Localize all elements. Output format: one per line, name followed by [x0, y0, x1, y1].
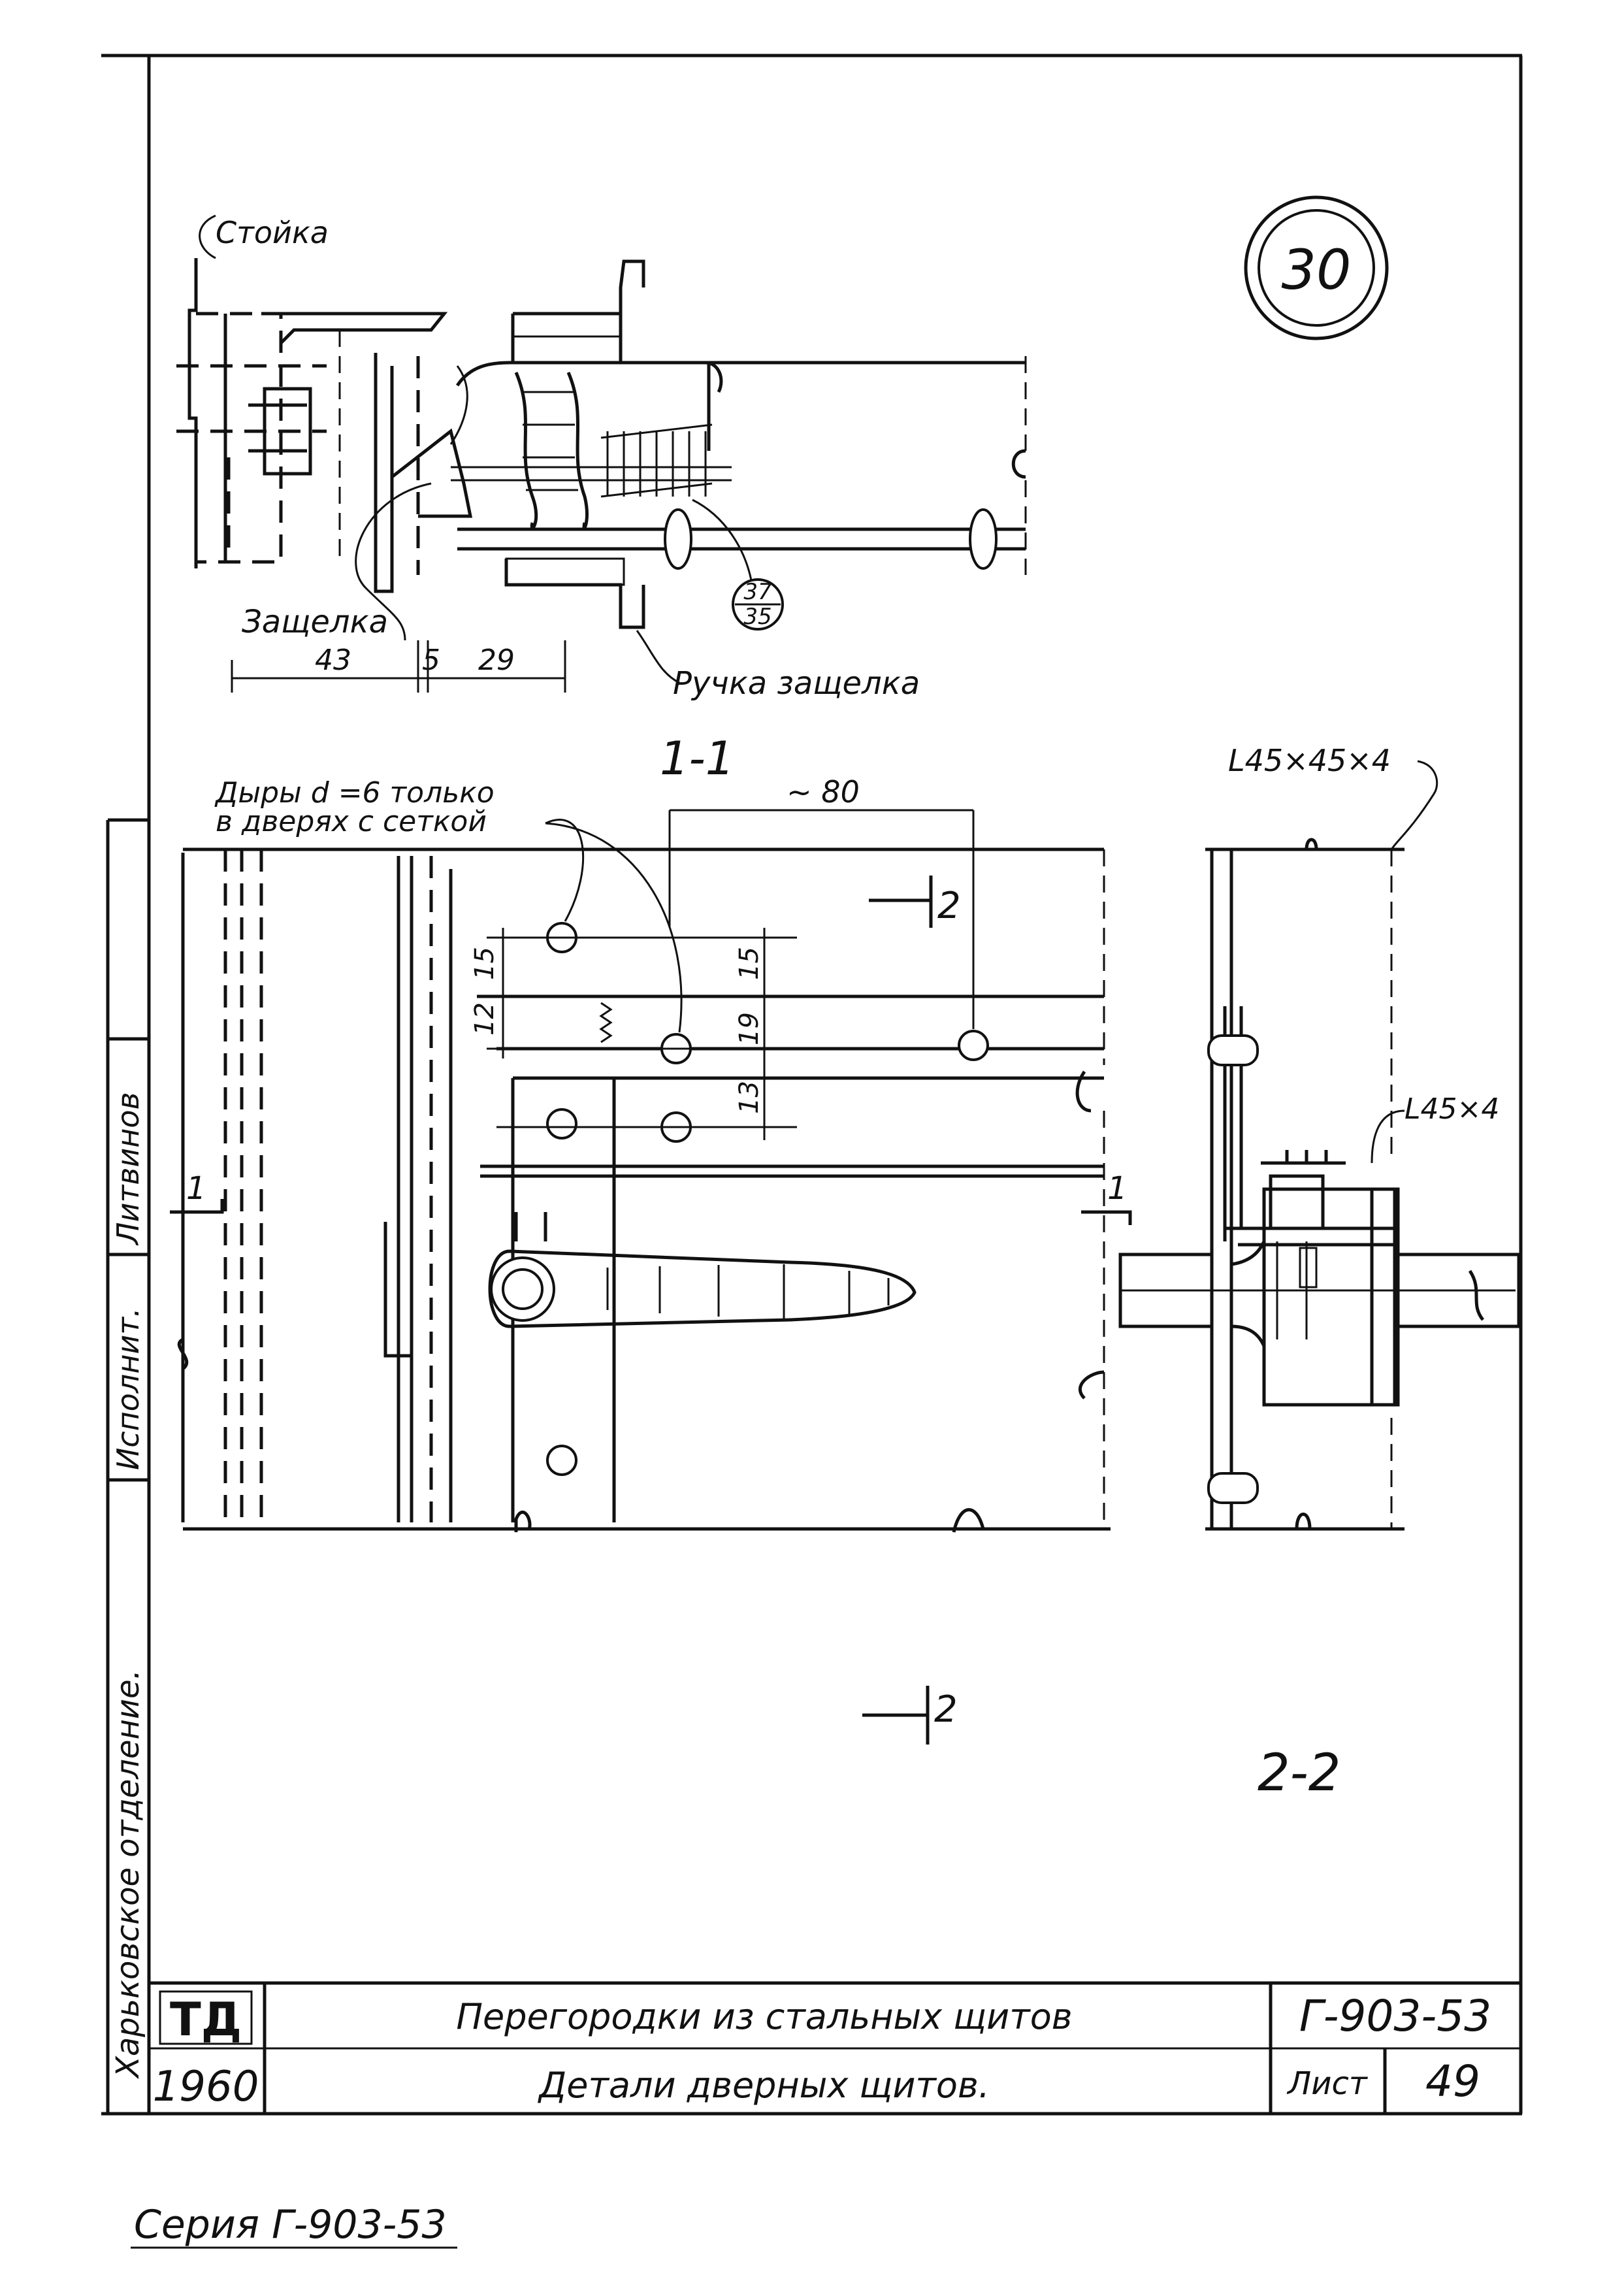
cut-2-top: 2: [937, 885, 961, 927]
sheet-mark-number: 30: [1282, 238, 1352, 302]
dim-15b: 15: [734, 947, 764, 980]
angle-label-big: L45×45×4: [1228, 743, 1391, 778]
side-stamp-role: Исполнит.: [110, 1307, 146, 1470]
latch-detail: 37 35 Стойка Защелка Ручка защелка 43 5 …: [176, 214, 1027, 702]
drawing-code: Г-903-53: [1299, 1991, 1491, 2041]
dim-19: 19: [734, 1012, 764, 1045]
dim-5: 5: [422, 644, 440, 677]
label-stoyka: Стойка: [216, 215, 329, 250]
holes-note-line2: в дверях с сеткой: [216, 805, 487, 838]
dim-29: 29: [478, 644, 515, 677]
section-2-2-label: 2-2: [1258, 1744, 1340, 1803]
title-logo: ТД: [170, 1993, 242, 2046]
drawing-title: Перегородки из стальных щитов: [456, 1996, 1072, 2037]
title-block: ТД 1960 Перегородки из стальных щитов Де…: [149, 1981, 1521, 2114]
hole-4: [546, 1108, 577, 1140]
dim-13: 13: [734, 1081, 764, 1114]
side-stamp-org: Харьковское отделение.: [110, 1669, 146, 2080]
cut-2-bottom: 2: [934, 1688, 958, 1731]
cut-1-left: 1: [186, 1170, 206, 1207]
callout-bottom: 35: [743, 604, 771, 630]
dim-80: ~ 80: [787, 774, 860, 810]
sheet-frame: [101, 54, 1523, 2116]
dim-43: 43: [315, 644, 351, 677]
side-stamp-name: Литвинов: [110, 1092, 146, 1246]
door-handle: [488, 1249, 917, 1328]
dim-12: 12: [470, 1002, 500, 1036]
logo-mark: [159, 1990, 253, 2045]
hole-6: [546, 1445, 577, 1476]
sheet-number: 49: [1425, 2056, 1480, 2107]
hole-3: [958, 1030, 989, 1061]
holes-note-line1: Дыры d =6 только: [214, 776, 495, 810]
callout-top: 37: [743, 579, 772, 605]
cut-1-right: 1: [1107, 1170, 1128, 1207]
section-1-1-label: 1-1: [660, 732, 734, 785]
side-stamp: Литвинов Исполнит. Харьковское отделение…: [106, 818, 149, 2114]
angle-label-small: L45×4: [1405, 1092, 1499, 1126]
drawing-subtitle: Детали дверных щитов.: [538, 2065, 990, 2106]
sheet-label: Лист: [1286, 2065, 1369, 2102]
label-ruchka: Ручка защелка: [673, 665, 920, 702]
series-caption: Серия Г-903-53: [134, 2202, 447, 2248]
dim-15a: 15: [470, 947, 500, 980]
door-elevation: 15 12 15 19 13 1 1 2 2 ~ 8: [170, 732, 1132, 1745]
section-2-2: L45×45×4 L45×4 2-2: [1118, 743, 1521, 1803]
label-zashchelka: Защелка: [242, 604, 388, 640]
sheet-mark: 30: [1244, 195, 1389, 340]
title-year: 1960: [153, 2063, 259, 2111]
